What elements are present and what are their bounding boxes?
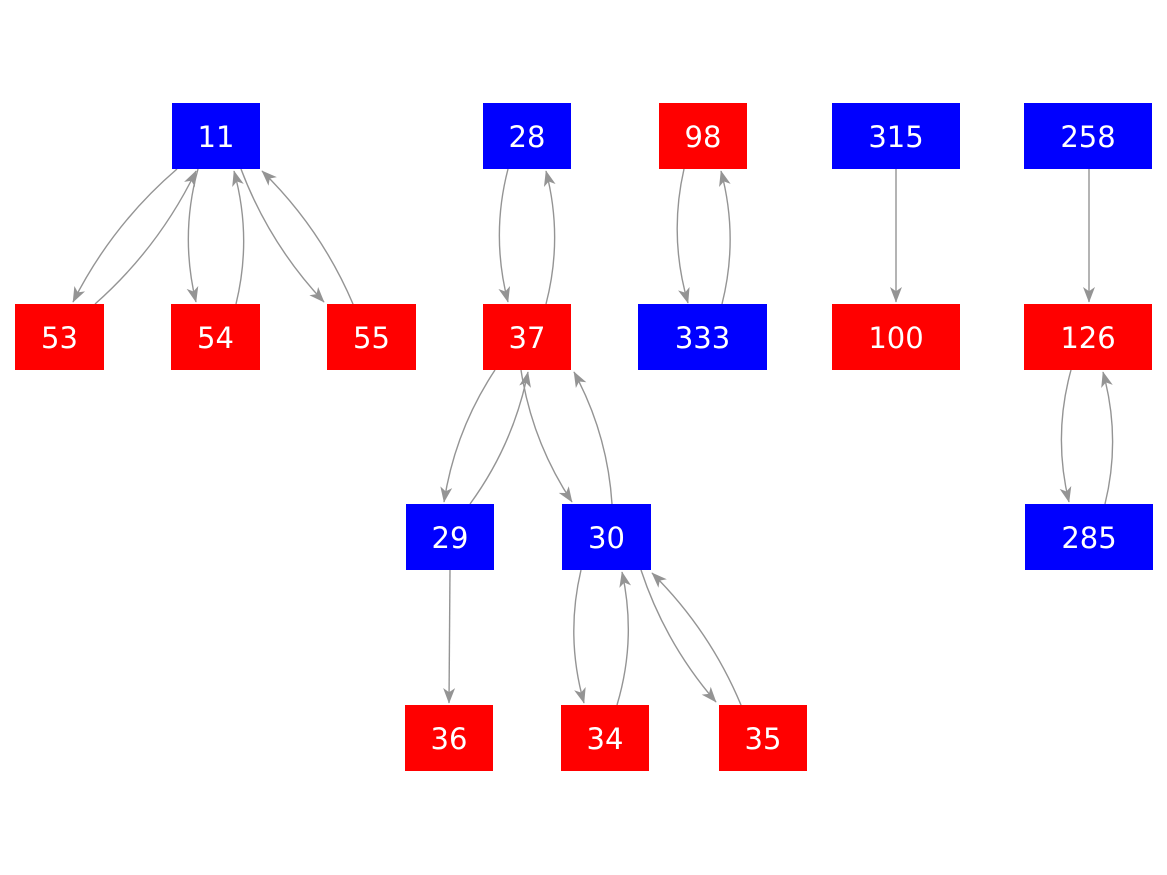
node-54: 54 [171, 304, 260, 370]
node-54-label: 54 [197, 321, 234, 355]
edge-11-55 [240, 168, 325, 303]
node-98-box [659, 103, 747, 169]
node-55: 55 [327, 304, 416, 370]
node-36-box [405, 705, 493, 771]
edge-11-54 [186, 168, 199, 303]
edge-30-37 [573, 371, 613, 505]
node-315-label: 315 [868, 120, 923, 154]
node-29-label: 29 [432, 521, 469, 555]
node-11-label: 11 [198, 120, 235, 154]
node-35: 35 [719, 705, 807, 771]
node-53-label: 53 [41, 321, 78, 355]
edge-37-30 [520, 369, 573, 503]
edge-54-11 [232, 170, 245, 305]
edge-30-34 [573, 569, 586, 704]
node-36-label: 36 [431, 722, 468, 756]
node-333-box [638, 304, 767, 370]
node-315-box [832, 103, 960, 169]
edge-37-28 [543, 170, 556, 305]
node-100: 100 [832, 304, 960, 370]
node-34-box [561, 705, 649, 771]
node-98: 98 [659, 103, 747, 169]
node-35-box [719, 705, 807, 771]
node-258-label: 258 [1060, 120, 1115, 154]
edge-285-126 [1101, 371, 1114, 505]
edge-333-98 [719, 170, 731, 305]
edges-layer [72, 168, 1114, 706]
edge-35-30 [651, 572, 742, 706]
node-55-box [327, 304, 416, 370]
node-258: 258 [1024, 103, 1152, 169]
node-333: 333 [638, 304, 767, 370]
node-53-box [15, 304, 104, 370]
node-258-box [1024, 103, 1152, 169]
node-100-label: 100 [868, 321, 923, 355]
edge-98-333 [676, 168, 690, 304]
edge-55-11 [261, 170, 354, 305]
edge-29-36 [443, 569, 456, 704]
node-28-box [483, 103, 571, 169]
edge-126-285 [1059, 369, 1072, 503]
edge-11-53 [72, 168, 178, 303]
node-285-box [1025, 504, 1153, 570]
node-34-label: 34 [587, 722, 624, 756]
nodes-layer: 11 28 98 315 258 53 54 55 37 333 100 126 29 30 285 36 34… [15, 103, 1153, 771]
edge-37-29 [440, 369, 496, 503]
node-29: 29 [406, 504, 494, 570]
edge-53-11 [94, 170, 197, 305]
node-285: 285 [1025, 504, 1153, 570]
edge-28-37 [498, 168, 511, 303]
node-35-label: 35 [745, 722, 782, 756]
node-37-box [483, 304, 571, 370]
node-28-label: 28 [509, 120, 546, 154]
node-53: 53 [15, 304, 104, 370]
node-126-label: 126 [1060, 321, 1115, 355]
node-29-box [406, 504, 494, 570]
node-54-box [171, 304, 260, 370]
node-28: 28 [483, 103, 571, 169]
node-126-box [1024, 304, 1152, 370]
node-98-label: 98 [685, 120, 722, 154]
node-285-label: 285 [1061, 521, 1116, 555]
edge-34-30 [616, 571, 632, 706]
edge-29-37 [469, 371, 531, 505]
node-126: 126 [1024, 304, 1152, 370]
node-36: 36 [405, 705, 493, 771]
node-100-box [832, 304, 960, 370]
node-30-label: 30 [588, 521, 625, 555]
edge-30-35 [640, 569, 717, 703]
node-11: 11 [172, 103, 260, 169]
node-30: 30 [562, 504, 651, 570]
node-37: 37 [483, 304, 571, 370]
node-333-label: 333 [675, 321, 730, 355]
node-11-box [172, 103, 260, 169]
node-37-label: 37 [509, 321, 546, 355]
node-55-label: 55 [353, 321, 390, 355]
node-315: 315 [832, 103, 960, 169]
node-34: 34 [561, 705, 649, 771]
node-30-box [562, 504, 651, 570]
